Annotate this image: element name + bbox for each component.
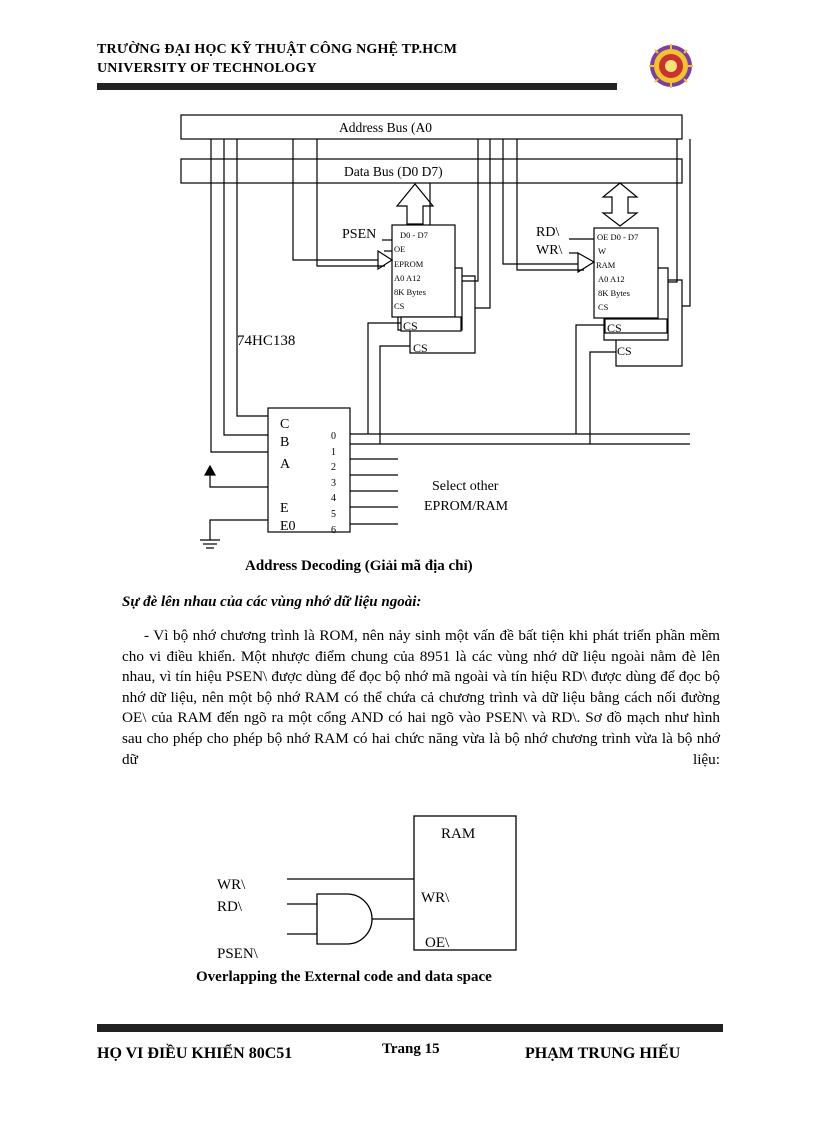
address-decoding-diagram: Address Bus (A0 Data Bus (D0 D7) PSEN D0…	[180, 114, 691, 549]
ram-cs-shadow-1: CS	[607, 321, 622, 335]
decoder-output-6: 6	[331, 525, 336, 536]
wr-pin-label: WR\	[421, 890, 450, 906]
eprom-address-pins: A0 A12	[394, 273, 421, 283]
overlapping-caption: Overlapping the External code and data s…	[196, 969, 492, 985]
address-bus-label: Address Bus (A0	[339, 120, 432, 135]
section-subtitle: Sự đè lên nhau của các vùng nhớ dữ liệu …	[122, 594, 422, 610]
eprom-cs-pin: CS	[394, 301, 405, 311]
eprom-cs-shadow-2: CS	[413, 341, 428, 355]
header-university-en: UNIVERSITY OF TECHNOLOGY	[97, 61, 317, 76]
eprom-size: 8K Bytes	[394, 287, 426, 297]
rd-label: RD\	[536, 225, 559, 240]
select-other-line2: EPROM/RAM	[424, 499, 509, 514]
ram-w-pin: W	[598, 246, 606, 256]
oe-pin-label: OE\	[425, 935, 450, 951]
decoder-input-a: A	[280, 457, 291, 472]
psen-label: PSEN	[342, 227, 376, 242]
ram-box-label: RAM	[441, 826, 475, 842]
decoder-input-c: C	[280, 417, 289, 432]
rd-input-label: RD\	[217, 899, 243, 915]
header-rule	[97, 83, 617, 90]
decoder-output-4: 4	[331, 493, 336, 504]
university-logo	[648, 43, 694, 89]
ram-cs-shadow-2: CS	[617, 344, 632, 358]
decoder-input-b: B	[280, 435, 289, 450]
ram-data-pins: OE D0 - D7	[597, 232, 638, 242]
psen-input-label: PSEN\	[217, 946, 259, 962]
decoder-label: 74HC138	[237, 333, 295, 349]
data-bus-label: Data Bus (D0 D7)	[344, 164, 443, 179]
eprom-data-pins: D0 - D7	[400, 230, 428, 240]
ram-name: RAM	[596, 260, 616, 270]
body-paragraph: - Vì bộ nhớ chương trình là ROM, nên nảy…	[122, 626, 720, 791]
paragraph-text: - Vì bộ nhớ chương trình là ROM, nên nảy…	[122, 627, 720, 768]
ram-size: 8K Bytes	[598, 288, 630, 298]
decoder-input-e0: E0	[280, 519, 296, 534]
decoder-output-0: 0	[331, 431, 336, 442]
footer-rule	[97, 1024, 723, 1032]
eprom-name: EPROM	[394, 259, 424, 269]
decoder-output-1: 1	[331, 447, 336, 458]
decoder-output-3: 3	[331, 478, 336, 489]
wr-input-label: WR\	[217, 877, 246, 893]
overlapping-space-diagram: RAM WR\ RD\ PSEN\ WR\ OE\	[217, 815, 517, 962]
decoder-output-2: 2	[331, 462, 336, 473]
eprom-cs-shadow-1: CS	[403, 319, 418, 333]
address-decoding-caption: Address Decoding (Giải mã địa chỉ)	[245, 558, 473, 574]
select-other-line1: Select other	[432, 479, 499, 494]
ram-address-pins: A0 A12	[598, 274, 625, 284]
header-university-vn: TRƯỜNG ĐẠI HỌC KỸ THUẬT CÔNG NGHỆ TP.HCM	[97, 42, 458, 57]
decoder-output-5: 5	[331, 509, 336, 520]
decoder-input-e: E	[280, 501, 289, 516]
wr-label: WR\	[536, 243, 563, 258]
footer-author: PHẠM TRUNG HIẾU	[525, 1045, 681, 1062]
eprom-oe-pin: OE	[394, 244, 405, 254]
ram-cs-pin: CS	[598, 302, 609, 312]
footer-page-number: Trang 15	[382, 1041, 440, 1057]
footer-course-title: HỌ VI ĐIỀU KHIỂN 80C51	[97, 1045, 293, 1062]
